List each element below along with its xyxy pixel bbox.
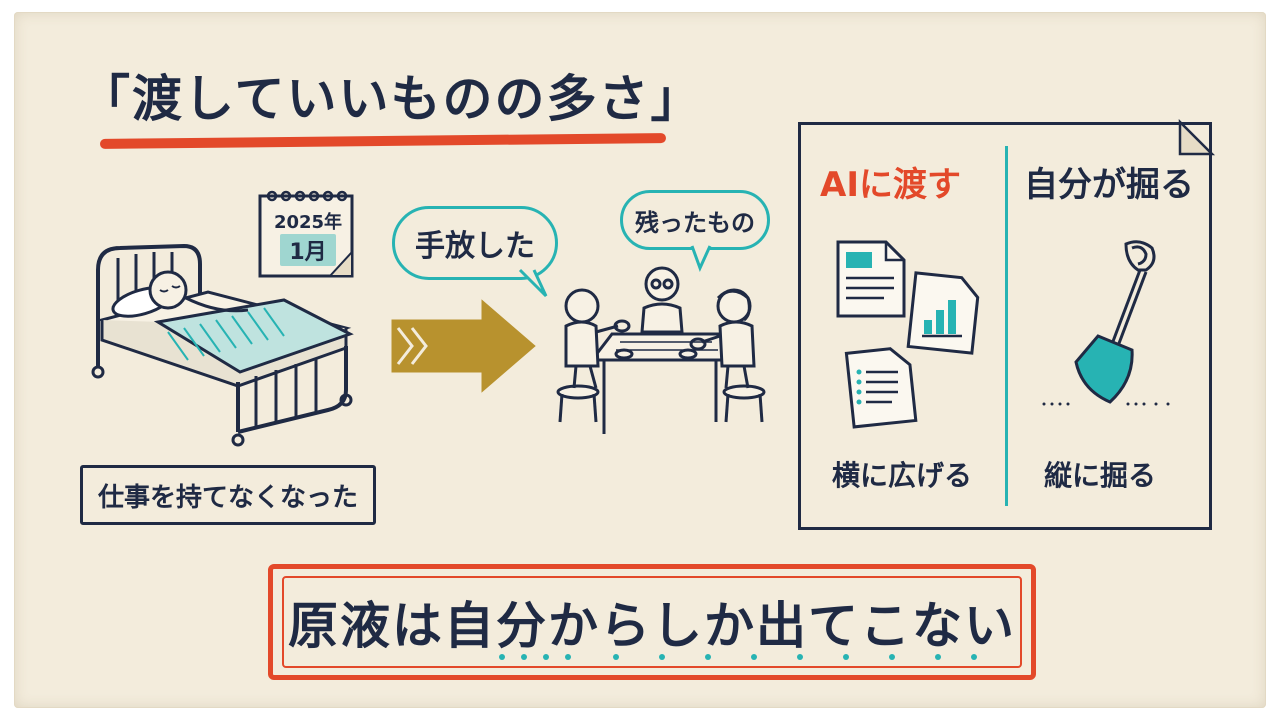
calendar-month: 1月 — [280, 234, 336, 266]
speech-bubble-let-go: 手放した — [392, 206, 558, 280]
ai-heading: AIに渡す — [820, 165, 961, 205]
panel-divider — [1005, 146, 1008, 506]
calendar-year: 2025年 — [273, 212, 343, 233]
page-title: 「渡していいものの多さ」 — [80, 70, 703, 128]
bubble-tail — [690, 245, 712, 272]
self-footer: 縦に掘る — [1044, 459, 1157, 492]
calendar-icon: 2025年 1月 — [258, 190, 358, 282]
panel-folded-corner — [1178, 118, 1216, 156]
ai-footer: 横に広げる — [832, 459, 973, 492]
shovel-icon — [1042, 240, 1170, 406]
conclusion-frame — [268, 564, 1036, 680]
conclusion-text: 原液は自分からしか出てこない — [288, 597, 1016, 655]
conclusion-inner-frame: 原液は自分からしか出てこない — [282, 576, 1022, 668]
speech-bubble-remained: 残ったもの — [620, 190, 770, 250]
chart-document-icon — [906, 271, 980, 355]
document-icon — [836, 240, 906, 318]
emphasis-dots — [499, 654, 977, 660]
document-icon — [844, 347, 918, 429]
family-table-icon — [556, 266, 766, 434]
bubble-tail — [518, 268, 548, 298]
bed-icon — [91, 243, 354, 447]
comparison-panel — [798, 122, 1212, 530]
self-heading: 自分が掘る — [1024, 165, 1194, 205]
arrow-right-icon — [388, 292, 541, 400]
illness-label: 仕事を持てなくなった — [80, 465, 376, 525]
